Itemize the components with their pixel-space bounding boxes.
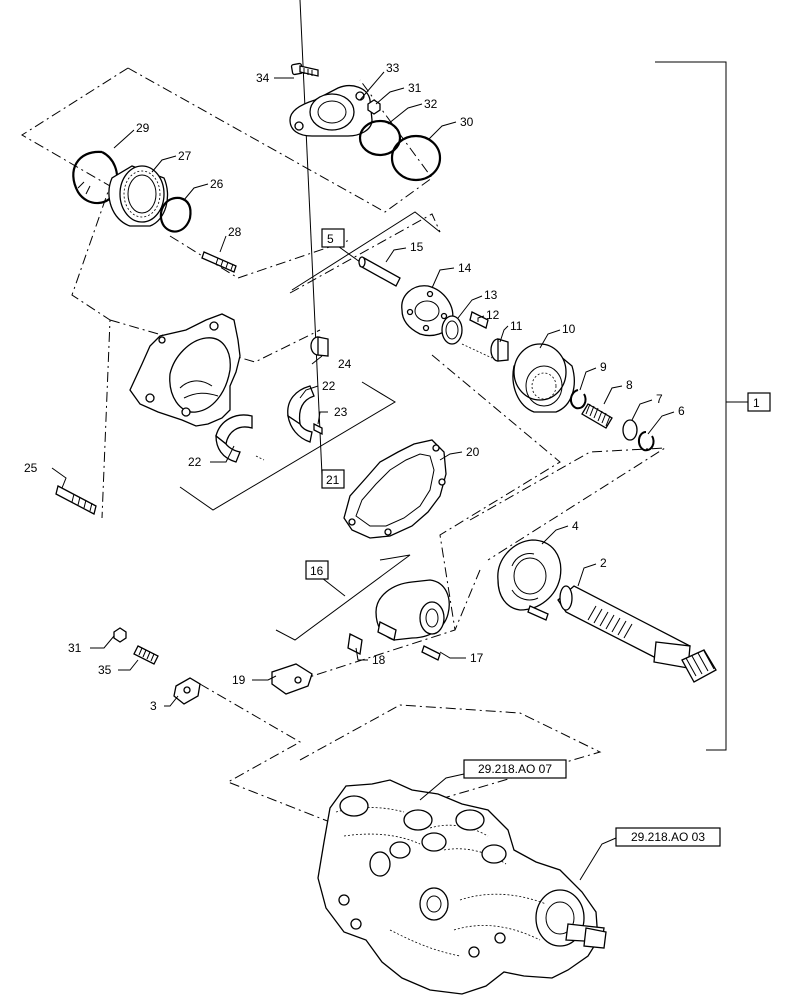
- valve-plate-4: [497, 539, 562, 611]
- drive-shaft-2: [557, 585, 691, 669]
- pin-18: [347, 633, 363, 655]
- o-ring-30: [390, 134, 442, 182]
- pin-23: [313, 422, 323, 436]
- callout-10: 10: [562, 322, 576, 336]
- callout-7: 7: [656, 392, 663, 406]
- saddle-bearing-22-upper: [287, 385, 315, 443]
- saddle-bearing-22-lower: [215, 414, 253, 463]
- callout-28: 28: [228, 225, 242, 239]
- gasket-20: [343, 439, 447, 539]
- callout-25: 25: [24, 461, 38, 475]
- pin-swash: [421, 645, 441, 661]
- callout-22-upper: 22: [322, 379, 336, 393]
- callout-numbers: 1 2 3 4 5 6 7 8 9 10 11 12 13 14 15 16 1…: [24, 61, 760, 713]
- callout-15: 15: [410, 240, 424, 254]
- cylinder-block-10: [512, 343, 575, 413]
- pin-lower: [255, 455, 265, 461]
- callout-12: 12: [486, 308, 500, 322]
- callout-11: 11: [510, 319, 523, 333]
- callout-box-21: [321, 469, 345, 489]
- callout-21: 21: [326, 473, 340, 487]
- callout-4: 4: [572, 519, 579, 533]
- pin-15: [358, 256, 401, 287]
- callout-box-5: [321, 228, 345, 248]
- splined-sleeve: [681, 649, 717, 683]
- callout-35: 35: [98, 663, 112, 677]
- callout-13: 13: [484, 288, 498, 302]
- callout-31-bottom: 31: [68, 641, 82, 655]
- callout-9: 9: [600, 360, 607, 374]
- callout-26: 26: [210, 177, 224, 191]
- ball-guide-11: [490, 338, 509, 362]
- callout-box-1: [747, 392, 771, 412]
- housing-cover: [129, 313, 241, 427]
- pin-valve: [527, 605, 549, 621]
- callout-box-16: [305, 560, 329, 580]
- group-21-bracket: [179, 0, 396, 511]
- group-5-bracket: [291, 211, 441, 291]
- spring-35: [133, 645, 159, 665]
- callout-14: 14: [458, 261, 472, 275]
- callout-3: 3: [150, 699, 157, 713]
- plug-31-bottom: [113, 627, 127, 643]
- reference-box-b[interactable]: 29.218.AO 03: [615, 827, 721, 847]
- callout-20: 20: [466, 445, 480, 459]
- callout-31-top: 31: [408, 81, 422, 95]
- snap-ring-29: [72, 150, 119, 205]
- callout-24: 24: [338, 357, 352, 371]
- group-16-bracket: [275, 554, 411, 641]
- callout-33: 33: [386, 61, 400, 75]
- stud-25: [55, 485, 97, 515]
- ring-13: [441, 315, 463, 345]
- callout-6: 6: [678, 404, 685, 418]
- reference-link-b[interactable]: 29.218.AO 03: [631, 830, 705, 844]
- pins-12: [461, 311, 493, 359]
- bushing-24: [310, 336, 329, 357]
- assembly-guide-lines: [21, 67, 667, 823]
- callout-29: 29: [136, 121, 150, 135]
- slipper-19: [271, 663, 313, 695]
- spring-8: [581, 403, 613, 429]
- reference-link-a[interactable]: 29.218.AO 07: [478, 762, 552, 776]
- bolt-34: [290, 62, 319, 77]
- washer-7: [622, 419, 638, 441]
- leader-lines: [51, 71, 675, 881]
- pump-assembly: [317, 779, 607, 995]
- stud-28: [201, 251, 237, 273]
- swashplate-17: [375, 579, 450, 641]
- callout-1: 1: [753, 396, 760, 410]
- ring-9: [570, 389, 587, 410]
- callout-27: 27: [178, 149, 192, 163]
- snap-ring-26: [159, 196, 192, 233]
- o-ring-32: [358, 119, 402, 157]
- callout-30: 30: [460, 115, 474, 129]
- flange-plate-33: [289, 85, 373, 137]
- callout-18: 18: [372, 653, 386, 667]
- callout-5: 5: [327, 232, 334, 246]
- bearing-27: [108, 165, 169, 227]
- plate-3: [173, 677, 201, 705]
- callout-23: 23: [334, 405, 348, 419]
- callout-16: 16: [310, 564, 324, 578]
- callout-32: 32: [424, 97, 438, 111]
- kit-bracket: [655, 61, 771, 751]
- snap-ring-6: [638, 431, 655, 452]
- callout-19: 19: [232, 673, 246, 687]
- callout-34: 34: [256, 71, 270, 85]
- callout-2: 2: [600, 556, 607, 570]
- callout-8: 8: [626, 378, 633, 392]
- callout-22-lower: 22: [188, 455, 202, 469]
- reference-box-a[interactable]: 29.218.AO 07: [463, 759, 567, 779]
- callout-17: 17: [470, 651, 484, 665]
